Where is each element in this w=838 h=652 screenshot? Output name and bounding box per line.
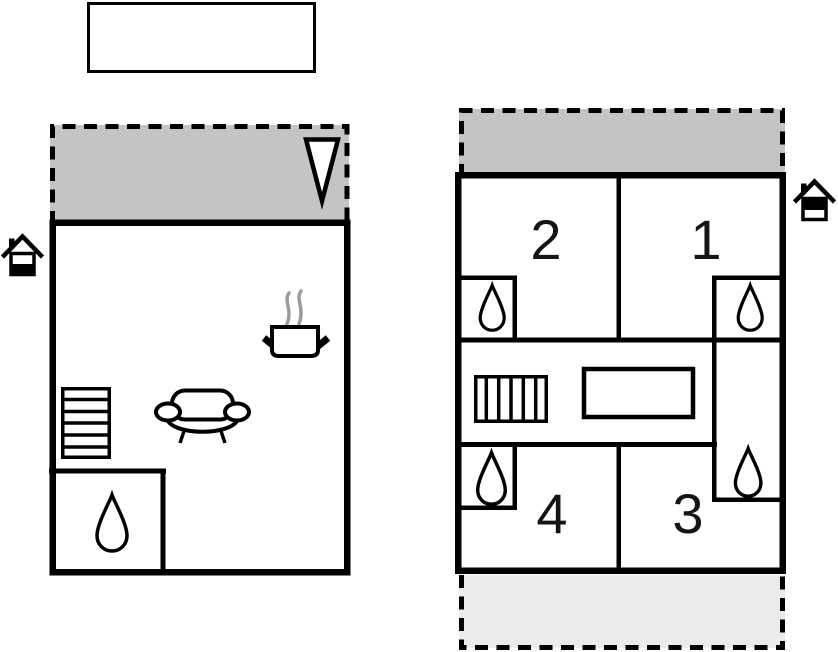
house-ground-floor-icon: [0, 233, 45, 277]
wall-lower: [456, 442, 717, 447]
ground-floor-plan: [0, 124, 351, 576]
wall-column-bottom: [712, 497, 783, 502]
upper-terrace-top-dashed-border: [459, 108, 785, 177]
upper-terrace-bottom: [459, 575, 785, 648]
ground-terrace: [50, 125, 349, 222]
wall-bath4-right: [512, 442, 517, 510]
water-drop-icon: [733, 443, 763, 498]
wall-bath1-top: [712, 275, 783, 280]
house-upper-floor-icon: [792, 178, 837, 222]
water-drop-icon: [475, 447, 508, 507]
room-label-2: 2: [530, 208, 562, 271]
wall-right-column: [712, 275, 717, 502]
table-rectangle: [581, 366, 696, 420]
ground-terrace-dashed-border: [50, 124, 350, 224]
steam-line: [297, 289, 303, 326]
water-drop-icon: [95, 489, 129, 553]
water-drop-icon: [736, 280, 764, 332]
upper-terrace-top: [459, 109, 785, 175]
wall-bath2-right: [512, 275, 517, 342]
room-label-1: 1: [690, 208, 722, 271]
wall-room1-room2: [616, 175, 621, 342]
sofa-icon: [154, 388, 251, 444]
pool: [87, 2, 316, 73]
stairs-icon: [474, 375, 548, 423]
wall-room3-room4: [616, 443, 621, 572]
steam-line: [285, 291, 291, 326]
wall-bath2-top: [456, 275, 517, 280]
wall-middle: [456, 337, 783, 343]
room-label-3: 3: [672, 482, 704, 545]
entrance-triangle-icon: [303, 137, 341, 210]
bathroom-wall-vertical: [160, 468, 166, 576]
water-drop-icon: [478, 280, 506, 332]
wall-bath4-bottom: [456, 505, 517, 510]
room-label-4: 4: [536, 482, 568, 545]
upper-floor-plan: [455, 108, 837, 650]
cooking-pot-icon: [261, 289, 331, 358]
bathroom-wall-horizontal: [49, 468, 166, 474]
stairs-icon: [61, 387, 111, 459]
